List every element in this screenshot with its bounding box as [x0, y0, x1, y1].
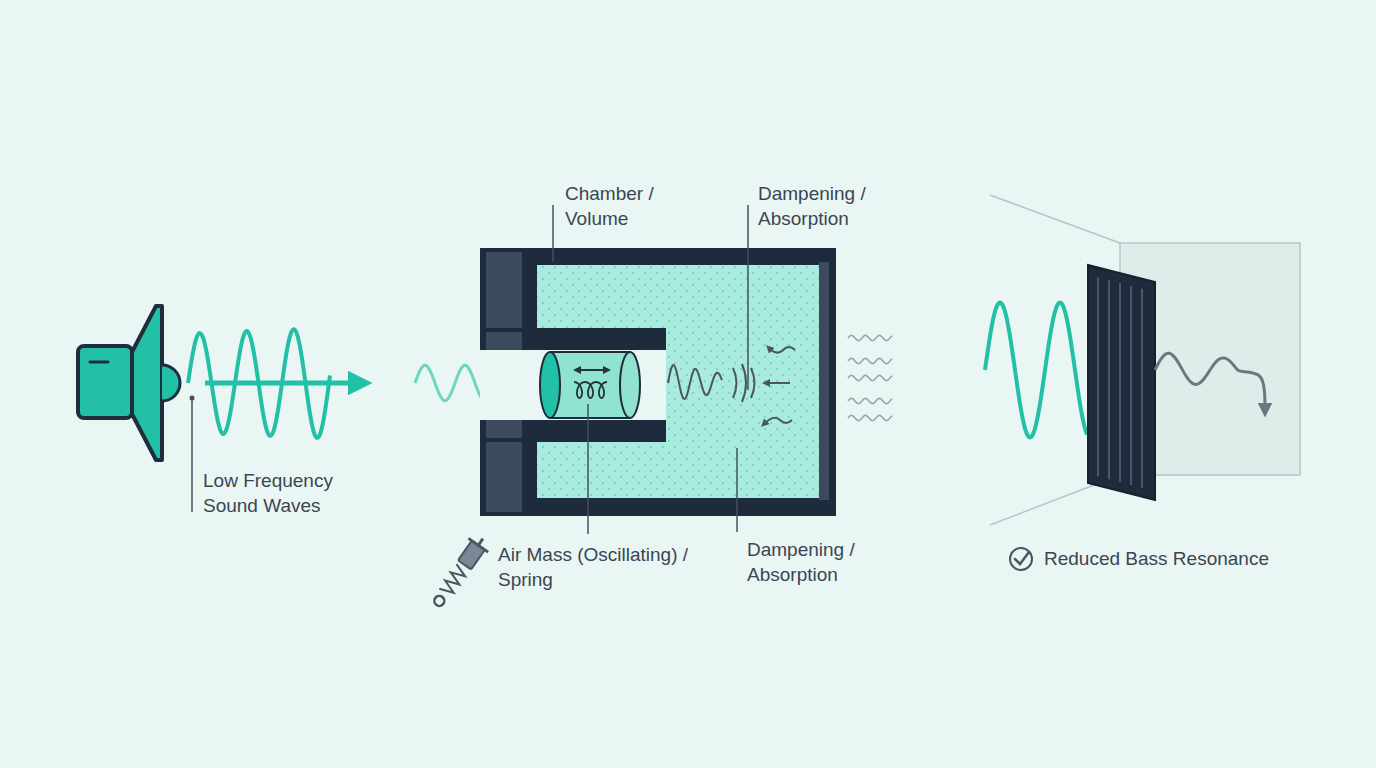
resonator-chamber — [480, 248, 836, 516]
leader-line — [736, 448, 738, 532]
wave-stroke — [848, 335, 892, 340]
air-mass — [540, 352, 640, 418]
reflected-wave — [1155, 353, 1265, 410]
callout-label: Chamber / Volume — [565, 181, 675, 231]
panel-groove — [1097, 278, 1099, 477]
panel-groove — [1141, 289, 1143, 488]
absorber-panel — [1088, 265, 1155, 500]
callout-label: Low Frequency Sound Waves — [203, 468, 363, 518]
spring-icon — [427, 532, 493, 612]
wave-stroke — [848, 415, 892, 420]
panel-groove — [1108, 280, 1110, 479]
leader-line — [587, 404, 589, 534]
wave-stroke — [668, 365, 722, 399]
callout-label: Dampening / Absorption — [758, 181, 888, 231]
leader-line — [552, 205, 554, 262]
wave-stroke — [985, 302, 1087, 437]
result-label: Reduced Bass Resonance — [1044, 546, 1324, 571]
sound-wave — [985, 302, 1087, 437]
leader-line — [747, 205, 749, 390]
callout-label: Air Mass (Oscillating) / Spring — [498, 542, 713, 592]
coil-stroke — [574, 382, 607, 398]
wave-stroke — [848, 398, 892, 403]
wave-stroke — [1155, 353, 1265, 410]
wall — [990, 195, 1300, 525]
spring-coil — [574, 382, 607, 398]
wave-stroke — [848, 358, 892, 363]
panel-groove — [1130, 286, 1132, 485]
wave-stroke — [848, 375, 892, 380]
panel-groove — [1119, 283, 1121, 482]
damped-wave — [668, 365, 722, 399]
callout-label: Dampening / Absorption — [747, 537, 877, 587]
absorption-marks — [733, 347, 795, 424]
check-icon — [1010, 548, 1032, 570]
direction-arrow — [205, 381, 360, 386]
escaping-energy — [848, 335, 892, 420]
leader-dot — [190, 396, 195, 401]
leader-line — [191, 398, 193, 512]
speaker-icon — [78, 306, 180, 460]
